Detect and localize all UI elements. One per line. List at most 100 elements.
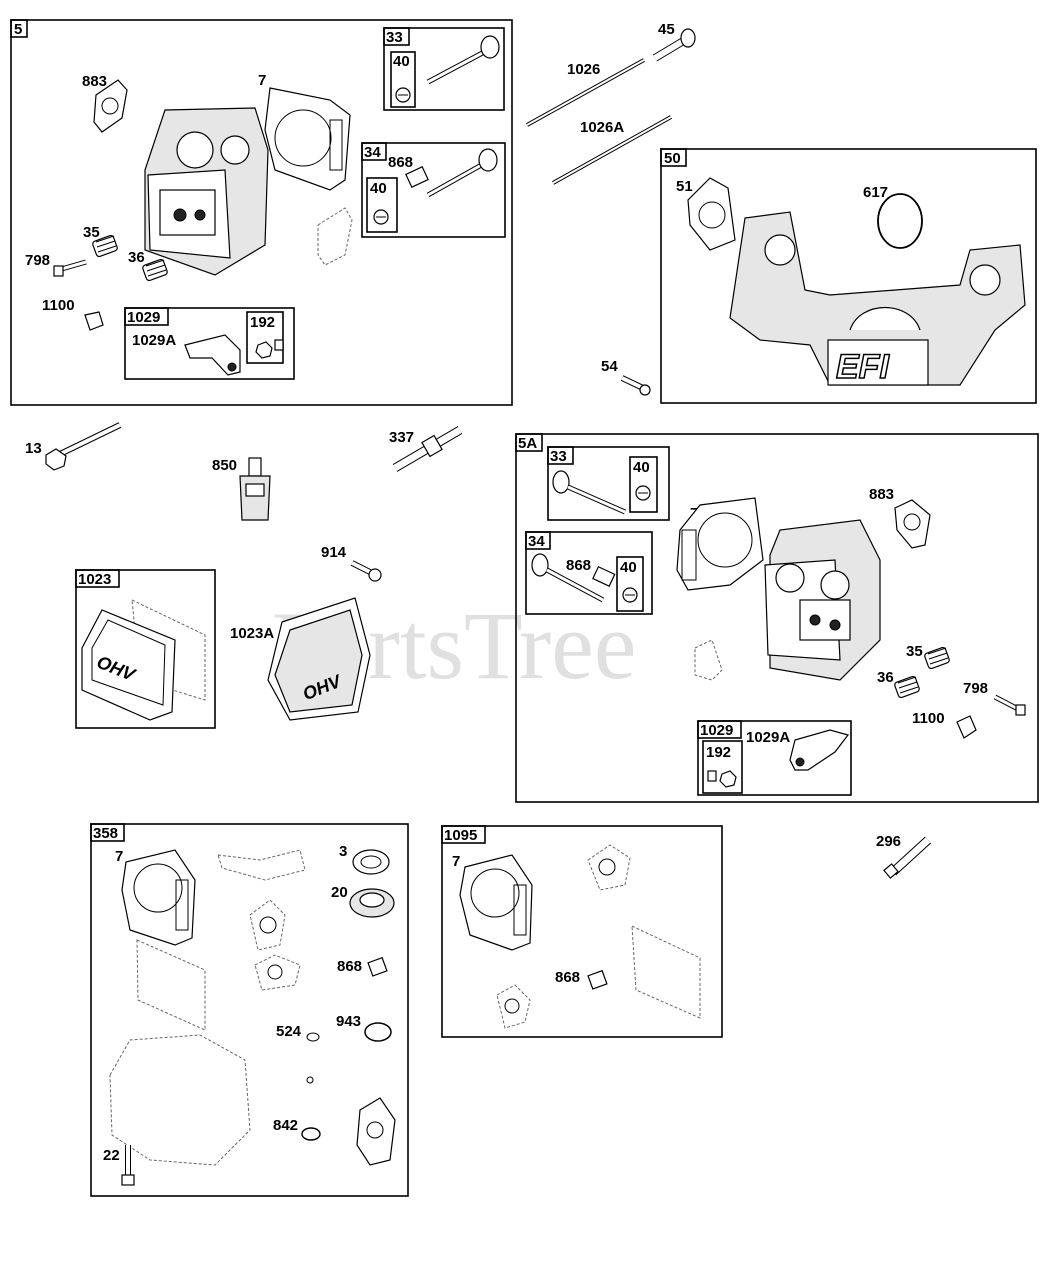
callout-51: 51 (676, 178, 693, 195)
valve-guide-icon[interactable] (367, 956, 388, 977)
valve-cover-icon[interactable]: OHV (81, 609, 176, 721)
gasket-icon[interactable] (356, 1097, 396, 1166)
callout-883: 883 (82, 73, 107, 90)
clip-icon[interactable] (956, 715, 977, 739)
o-ring-icon[interactable] (301, 1127, 321, 1141)
bolt-icon[interactable] (620, 375, 651, 396)
gasket-icon[interactable] (254, 954, 301, 991)
bolt-icon[interactable] (350, 560, 382, 582)
valve-icon[interactable] (531, 553, 605, 603)
group-tag-box-33-b (547, 446, 574, 465)
valve-icon[interactable] (652, 28, 696, 62)
callout-868-c: 868 (337, 958, 362, 975)
oil-seal-icon[interactable] (349, 888, 395, 918)
group-box-34[interactable] (361, 142, 506, 238)
gasket-icon[interactable] (694, 639, 723, 681)
rocker-arm-icon[interactable] (184, 334, 241, 376)
push-rod-icon[interactable] (526, 58, 645, 127)
o-ring-icon[interactable] (877, 193, 923, 249)
rocker-arm-icon[interactable] (789, 729, 850, 771)
callout-883-b: 883 (869, 486, 894, 503)
valve-icon[interactable] (426, 35, 500, 85)
group-box-40[interactable] (390, 51, 416, 108)
group-box-5a[interactable] (515, 433, 1039, 803)
push-rod-icon[interactable] (552, 115, 672, 185)
group-box-192-b[interactable] (702, 740, 743, 794)
group-box-40-c[interactable] (629, 456, 658, 513)
head-gasket-icon[interactable] (676, 497, 764, 591)
gasket-icon[interactable] (496, 984, 531, 1029)
callout-1029a: 1029A (132, 332, 176, 349)
group-box-358[interactable] (90, 823, 409, 1197)
cylinder-head-icon[interactable] (144, 107, 269, 276)
gasket-icon[interactable] (587, 844, 631, 891)
nut-icon[interactable] (255, 339, 284, 359)
exhaust-gasket-icon[interactable] (894, 499, 931, 549)
group-box-40-d[interactable] (616, 556, 644, 612)
intake-gasket-icon[interactable] (687, 177, 736, 251)
group-tag-1095: 1095 (444, 827, 477, 844)
crankcase-gasket-icon[interactable] (109, 1034, 251, 1166)
exhaust-gasket-icon[interactable] (93, 79, 128, 133)
seal-ring-icon[interactable] (352, 849, 390, 875)
valve-icon[interactable] (552, 470, 627, 515)
callout-337: 337 (389, 429, 414, 446)
group-box-40-b[interactable] (366, 177, 398, 233)
group-tag-34-b: 34 (528, 533, 545, 550)
o-ring-icon[interactable] (306, 1032, 320, 1042)
bolt-icon[interactable] (121, 1145, 135, 1186)
group-box-1029[interactable] (124, 307, 295, 380)
gasket-icon[interactable] (249, 899, 286, 951)
head-gasket-icon[interactable] (264, 87, 351, 191)
callout-54: 54 (601, 358, 618, 375)
valve-keeper-icon[interactable] (395, 87, 411, 103)
gasket-icon[interactable] (631, 925, 701, 1019)
callout-1029a-b: 1029A (746, 729, 790, 746)
head-gasket-icon[interactable] (459, 854, 533, 951)
spring-icon[interactable] (92, 234, 118, 258)
gasket-icon[interactable] (217, 849, 306, 881)
callout-1026: 1026 (567, 61, 600, 78)
valve-cover-icon[interactable]: OHV (267, 597, 371, 721)
spring-icon[interactable] (924, 646, 950, 670)
valve-guide-icon[interactable] (592, 565, 616, 587)
breather-tube-icon[interactable] (883, 836, 932, 879)
valve-keeper-icon[interactable] (622, 587, 638, 603)
group-box-5[interactable] (10, 19, 513, 406)
spring-icon[interactable] (894, 675, 920, 699)
bolt-icon[interactable] (53, 259, 87, 277)
group-box-192[interactable] (246, 311, 284, 364)
clip-icon[interactable] (84, 311, 104, 331)
group-box-34-b[interactable] (525, 531, 653, 615)
group-tag-box-34 (361, 142, 387, 161)
group-box-1095[interactable] (441, 825, 723, 1038)
group-tag-5a: 5A (518, 435, 537, 452)
o-ring-icon[interactable] (364, 1022, 392, 1042)
group-tag-34: 34 (364, 144, 381, 161)
bolt-icon[interactable] (45, 422, 122, 471)
group-box-50[interactable] (660, 148, 1037, 404)
bolt-icon[interactable] (993, 694, 1026, 716)
group-box-1023[interactable] (75, 569, 216, 729)
valve-guide-icon[interactable] (405, 166, 429, 188)
callout-13: 13 (25, 440, 42, 457)
callout-868-b: 868 (566, 557, 591, 574)
spring-icon[interactable] (142, 258, 168, 282)
intake-manifold-icon[interactable]: EFI (729, 211, 1026, 387)
gasket-icon[interactable] (306, 1076, 314, 1084)
valve-keeper-icon[interactable] (373, 209, 389, 225)
sealant-tube-icon[interactable] (239, 457, 271, 521)
head-gasket-icon[interactable] (121, 849, 196, 946)
gasket-icon[interactable] (317, 207, 353, 266)
cylinder-head-icon[interactable] (764, 519, 881, 681)
gasket-icon[interactable] (136, 939, 206, 1031)
valve-keeper-icon[interactable] (635, 485, 651, 501)
group-box-1029-b[interactable] (697, 720, 852, 796)
nut-icon[interactable] (707, 770, 737, 788)
group-box-33-b[interactable] (547, 446, 670, 521)
valve-icon[interactable] (426, 148, 498, 198)
group-tag-192-b: 192 (706, 744, 731, 761)
group-box-33[interactable] (383, 27, 505, 111)
spark-plug-icon[interactable] (392, 426, 463, 472)
valve-guide-icon[interactable] (587, 969, 608, 990)
